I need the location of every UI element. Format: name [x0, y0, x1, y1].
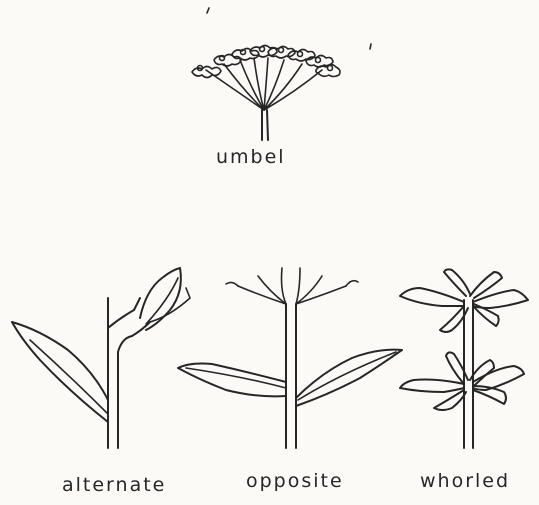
opposite-leaf-right [296, 350, 402, 406]
label-alternate: alternate [62, 476, 166, 495]
whorled-lower-whorl [400, 352, 524, 410]
opposite-illustration [178, 268, 402, 448]
alternate-stem [118, 336, 132, 448]
umbel-stem [267, 110, 268, 140]
alternate-branch [108, 298, 140, 328]
opposite-leaf-vein [298, 352, 396, 400]
opposite-top-buds [226, 268, 358, 304]
alternate-illustration [12, 268, 190, 448]
alternate-leaf [12, 322, 108, 422]
stray-mark [370, 44, 371, 49]
label-umbel: umbel [216, 148, 286, 167]
label-opposite: opposite [246, 472, 344, 491]
label-whorled: whorled [420, 472, 510, 491]
opposite-leaf-left [178, 364, 286, 397]
stray-mark [207, 8, 209, 13]
umbel-flowers [192, 46, 340, 78]
umbel-illustration [192, 46, 340, 141]
alternate-leaf [140, 268, 181, 330]
whorled-illustration [400, 269, 528, 448]
